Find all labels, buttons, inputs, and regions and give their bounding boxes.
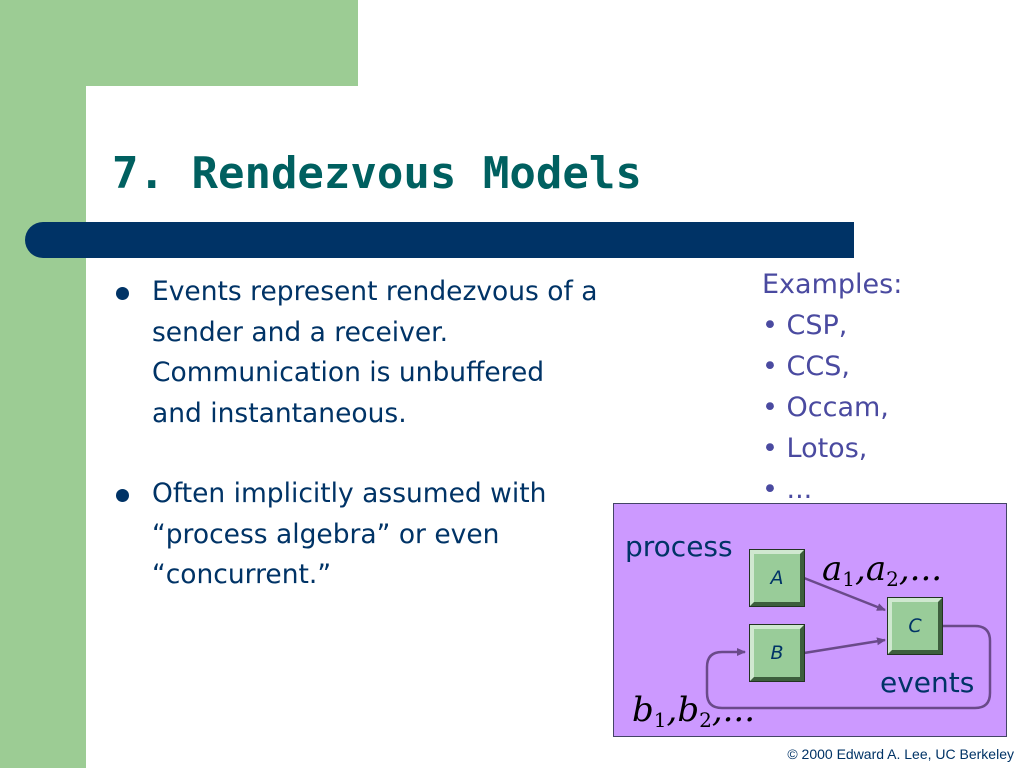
events-label: events <box>880 666 975 699</box>
bullet-text: Often implicitly assumed with “process a… <box>152 478 547 590</box>
bullet-dot-icon <box>116 287 129 300</box>
slide-title: 7. Rendezvous Models <box>112 148 642 199</box>
examples-list: Examples: • CSP, • CCS, • Occam, • Lotos… <box>762 264 1002 510</box>
process-box-c: C <box>887 597 943 655</box>
title-underline-bar <box>25 222 854 258</box>
bullet-item: Often implicitly assumed with “process a… <box>112 474 602 596</box>
background-frame-top <box>0 0 358 86</box>
example-item: • CSP, <box>762 310 848 341</box>
bullet-list: Events represent rendezvous of a sender … <box>112 272 602 636</box>
bullet-item: Events represent rendezvous of a sender … <box>112 272 602 434</box>
process-box-a: A <box>749 549 805 607</box>
bullet-text: Events represent rendezvous of a sender … <box>152 276 598 429</box>
example-item: • ... <box>762 474 813 505</box>
copyright-footer: © 2000 Edward A. Lee, UC Berkeley <box>787 746 1014 762</box>
event-sequence-b: b1,b2,... <box>632 690 756 732</box>
background-frame-left <box>0 0 86 768</box>
example-item: • Lotos, <box>762 433 868 464</box>
process-label: process <box>625 530 733 563</box>
examples-heading: Examples: <box>762 269 903 300</box>
example-item: • Occam, <box>762 392 889 423</box>
process-box-b: B <box>749 624 805 682</box>
event-sequence-a: a1,a2,... <box>822 549 943 591</box>
bullet-dot-icon <box>116 489 129 502</box>
example-item: • CCS, <box>762 351 850 382</box>
